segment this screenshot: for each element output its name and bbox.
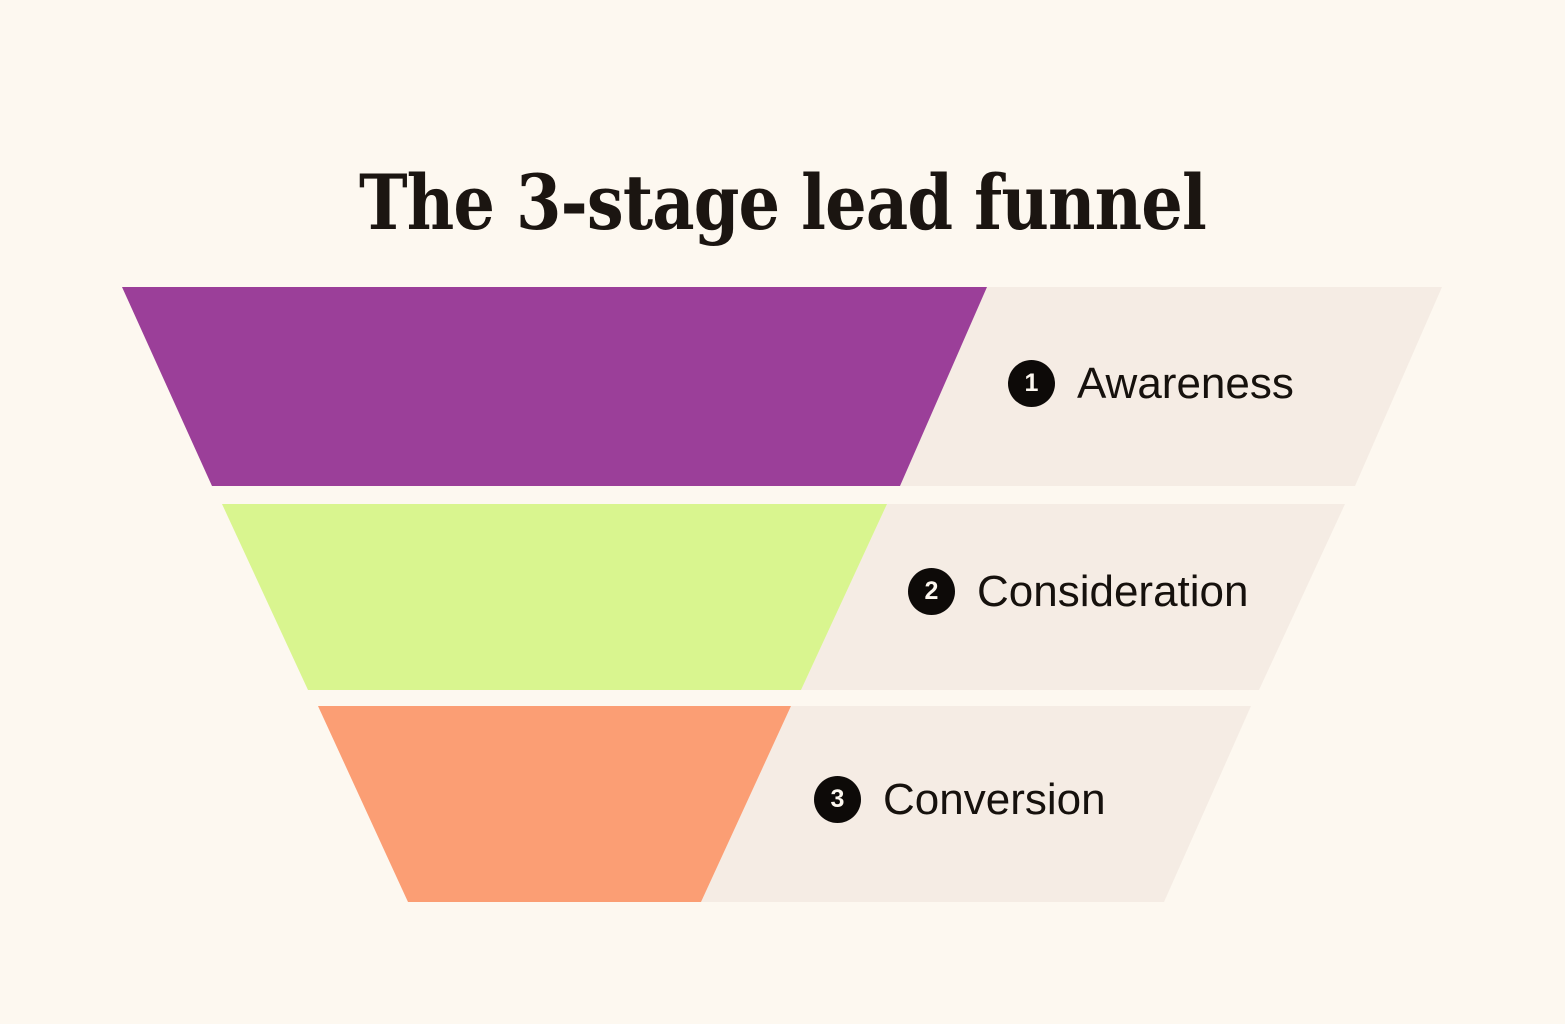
funnel-band-3 xyxy=(318,706,791,902)
stage-name-awareness: Awareness xyxy=(1077,358,1294,408)
stage-number-badge-3: 3 xyxy=(814,776,861,823)
stage-label-consideration: 2 Consideration xyxy=(908,568,1249,615)
page-title: The 3-stage lead funnel xyxy=(358,157,1207,247)
funnel-band-2 xyxy=(222,504,887,690)
funnel-panel-2 xyxy=(801,504,1345,690)
stage-label-awareness: 1 Awareness xyxy=(1008,360,1294,407)
stage-number-badge-2: 2 xyxy=(908,568,955,615)
stage-label-conversion: 3 Conversion xyxy=(814,776,1106,823)
funnel-panel-1 xyxy=(900,287,1442,486)
funnel-panel-3 xyxy=(701,706,1251,902)
stage-number-badge-1: 1 xyxy=(1008,360,1055,407)
stage-name-conversion: Conversion xyxy=(883,774,1106,824)
stage-name-consideration: Consideration xyxy=(977,566,1249,616)
funnel-band-1 xyxy=(122,287,987,486)
